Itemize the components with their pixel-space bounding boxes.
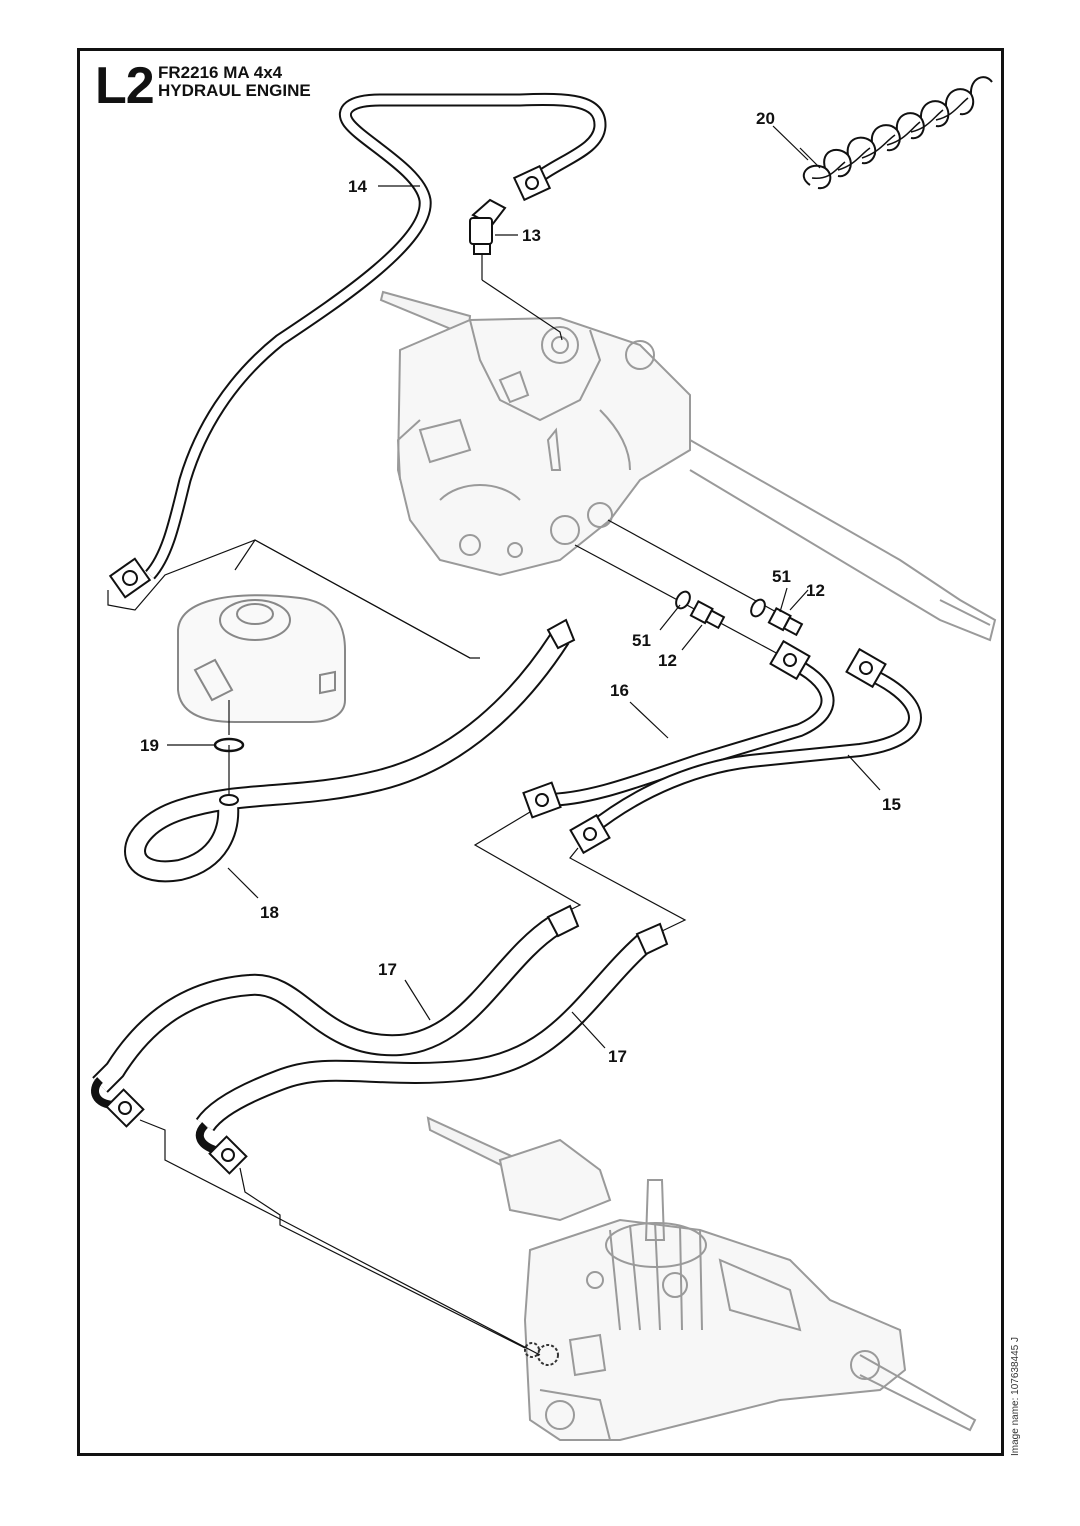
- part-20-spring: [799, 76, 993, 190]
- callout-13: 13: [522, 226, 541, 245]
- callout-12-upper: 12: [806, 581, 825, 600]
- o-ring-51-lower: [675, 590, 691, 610]
- callout-18: 18: [260, 903, 279, 922]
- section-code: L2: [95, 57, 155, 115]
- upper-transmission: [379, 290, 997, 642]
- callout-15: 15: [882, 795, 901, 814]
- tube-14-nut-top: [512, 164, 552, 202]
- parts-51-12-fittings: [574, 519, 804, 656]
- callout-16: 16: [610, 681, 629, 700]
- callout-17-lower: 17: [608, 1047, 627, 1066]
- part-18-hose: [124, 618, 576, 883]
- fitting-12-lower: [689, 600, 726, 630]
- callout-20: 20: [756, 109, 775, 128]
- callout-12-lower: 12: [658, 651, 677, 670]
- page-frame: [77, 48, 1004, 1456]
- tube-14-nut-bottom: [108, 557, 152, 599]
- parts-17-hoses: [91, 904, 669, 1356]
- part-13-elbow: [469, 198, 563, 341]
- callout-14: 14: [348, 177, 367, 196]
- lower-transmission: [426, 1116, 977, 1441]
- parts-15-16-pipes: [473, 639, 922, 933]
- page-title: HYDRAUL ENGINE: [158, 81, 311, 100]
- fitting-12-upper: [767, 607, 804, 637]
- o-ring-51-upper: [750, 598, 766, 618]
- callout-51-upper: 51: [772, 567, 791, 586]
- callout-51-lower: 51: [632, 631, 651, 650]
- callout-19: 19: [140, 736, 159, 755]
- model-name: FR2216 MA 4x4: [158, 63, 283, 82]
- part-14-tube: [107, 92, 607, 659]
- callout-17-upper: 17: [378, 960, 397, 979]
- oil-tank: [177, 539, 471, 723]
- leader-lines: [167, 125, 881, 1049]
- callout-labels: 14 13 20 51 12 51 12 16 15 19 18 17 17: [140, 109, 901, 1066]
